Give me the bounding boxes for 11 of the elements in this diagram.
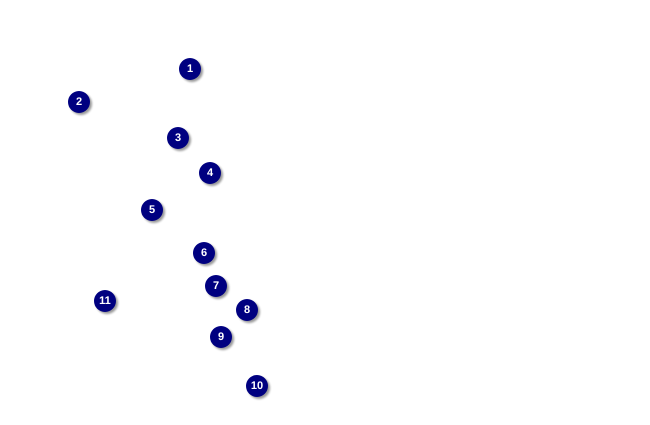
callout-number: 3 [167, 127, 189, 149]
callout-number: 11 [94, 290, 116, 312]
callout-number: 1 [179, 58, 201, 80]
callout-number: 10 [246, 375, 268, 397]
callout-number: 8 [236, 299, 258, 321]
callout-number: 5 [141, 199, 163, 221]
callout-number: 7 [205, 275, 227, 297]
callout-number: 9 [210, 326, 232, 348]
callout-number: 4 [199, 162, 221, 184]
callout-number: 2 [68, 91, 90, 113]
callout-number: 6 [193, 242, 215, 264]
